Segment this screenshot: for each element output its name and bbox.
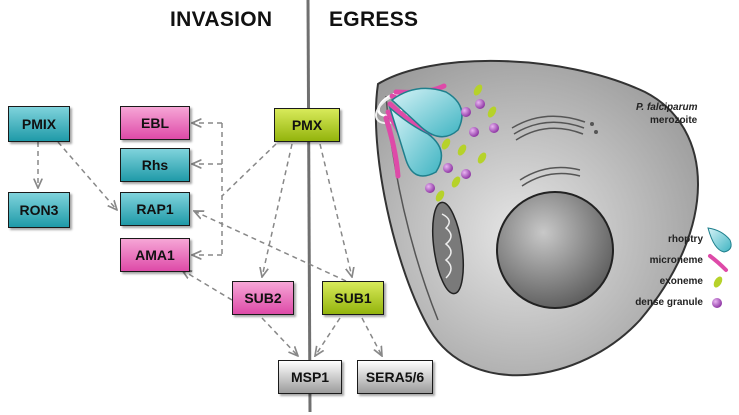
- node-pmix: PMIX: [8, 106, 70, 142]
- vesicle: [594, 130, 598, 134]
- dense-granule: [461, 169, 471, 179]
- species-label: P. falciparum: [636, 102, 698, 113]
- rhoptry: [388, 105, 443, 177]
- exoneme: [441, 138, 451, 150]
- node-ebl: EBL: [120, 106, 190, 140]
- arrow-sub2-ama1: [182, 270, 233, 301]
- dense-granule: [489, 123, 499, 133]
- node-rhs: Rhs: [120, 148, 190, 182]
- legend-dense-granule-label: dense granule: [635, 297, 703, 308]
- node-rap1: RAP1: [120, 192, 190, 226]
- merozoite-illustration: [374, 59, 699, 377]
- nucleus: [496, 191, 614, 309]
- stage-label: merozoite: [650, 115, 698, 126]
- dense-granule: [469, 127, 479, 137]
- microneme: [383, 115, 401, 179]
- legend-rhoptry-label: rhoptry: [668, 234, 703, 245]
- exoneme: [435, 190, 445, 202]
- arrow-pmix-rap1: [57, 141, 117, 210]
- node-ama1: AMA1: [120, 238, 190, 272]
- golgi: [511, 115, 586, 129]
- mitochondrion: [431, 201, 465, 295]
- dense-granule: [475, 99, 485, 109]
- legend-exoneme-label: exoneme: [659, 276, 703, 287]
- exoneme: [477, 152, 487, 164]
- arrow-sub1-rap1: [194, 211, 347, 282]
- golgi: [513, 121, 585, 135]
- arrow-sub1-msp1: [315, 317, 341, 356]
- arrow-pmx-sub2: [262, 143, 293, 277]
- node-sub2: SUB2: [232, 281, 294, 315]
- arrow-sub1-sera: [361, 317, 382, 356]
- divider-line: [306, 0, 312, 413]
- dense-granule: [461, 107, 471, 117]
- exoneme: [487, 106, 497, 118]
- exoneme: [473, 84, 483, 96]
- mitochondrion-cristae: [441, 213, 452, 279]
- heading-invasion: INVASION: [170, 8, 273, 31]
- heading-egress: EGRESS: [329, 8, 419, 31]
- arrow-pmx-sub1: [319, 143, 352, 277]
- golgi: [521, 172, 581, 187]
- node-sub1: SUB1: [322, 281, 384, 315]
- exoneme: [451, 176, 461, 188]
- legend-microneme-label: microneme: [649, 255, 703, 266]
- dense-granule: [443, 163, 453, 173]
- node-pmx: PMX: [274, 108, 340, 142]
- node-sera: SERA5/6: [357, 360, 433, 394]
- arrow-pmx-bracket: [221, 143, 277, 197]
- golgi: [515, 127, 584, 141]
- dense-granule: [425, 183, 435, 193]
- vesicle: [590, 122, 594, 126]
- exoneme: [457, 144, 467, 156]
- node-ron3: RON3: [8, 192, 70, 228]
- arrow-sub2-msp1: [261, 317, 298, 356]
- node-msp1: MSP1: [278, 360, 342, 394]
- golgi: [519, 166, 581, 181]
